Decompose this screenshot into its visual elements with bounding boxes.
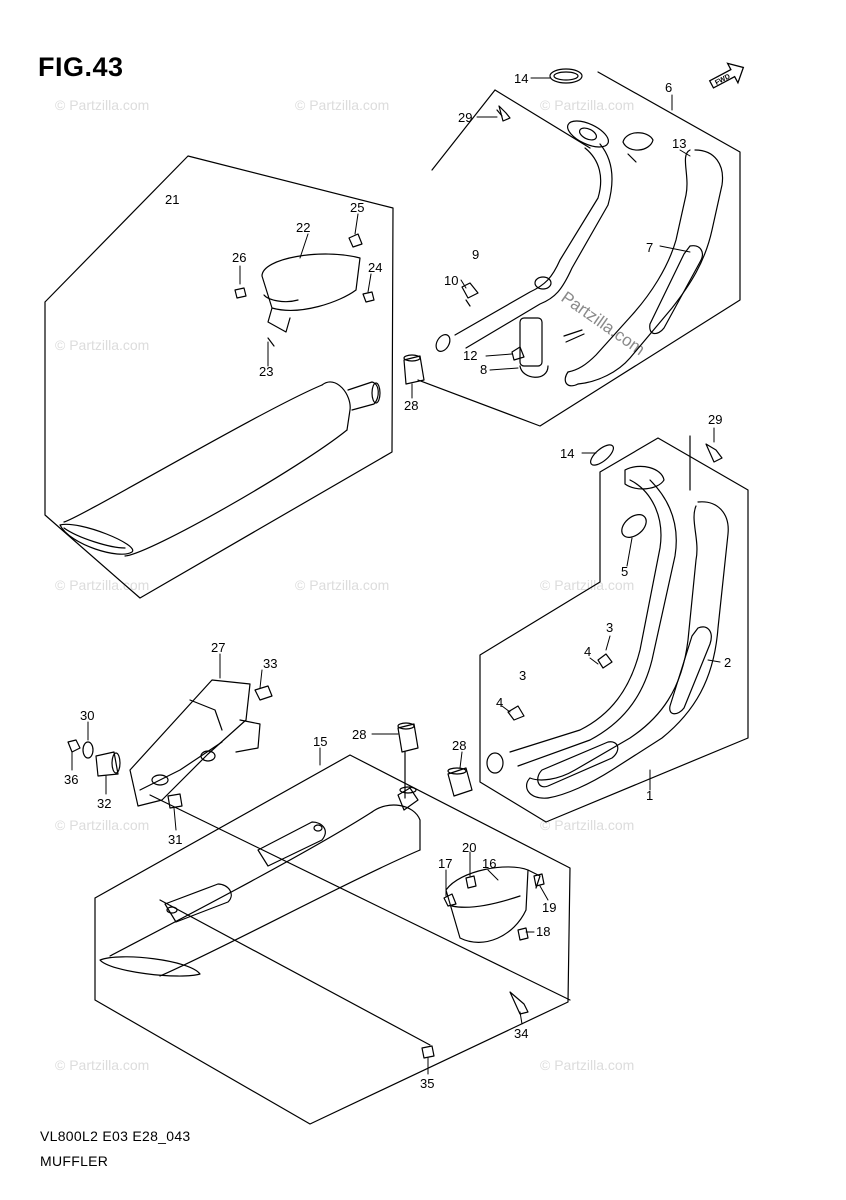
- callout-28: 28: [404, 398, 418, 413]
- callout-28: 28: [352, 727, 366, 742]
- brand-watermark: Partzilla.com: [558, 288, 649, 359]
- callout-16: 16: [482, 856, 496, 871]
- callout-36: 36: [64, 772, 78, 787]
- callout-1: 1: [646, 788, 653, 803]
- callout-10: 10: [444, 273, 458, 288]
- figure-name: MUFFLER: [40, 1153, 109, 1169]
- clamp-3-lower: [507, 705, 525, 721]
- callout-33: 33: [263, 656, 277, 671]
- bolt-34: [509, 991, 529, 1015]
- watermark-layer: © Partzilla.com © Partzilla.com © Partzi…: [55, 97, 634, 1073]
- bolt-29-top: [496, 105, 511, 122]
- fwd-arrow-icon: FWD: [708, 62, 745, 89]
- callout-29: 29: [708, 412, 722, 427]
- exhaust-pipe-assy-6: [417, 71, 741, 427]
- callout-25: 25: [350, 200, 364, 215]
- callout-24: 24: [368, 260, 382, 275]
- callout-3: 3: [606, 620, 613, 635]
- watermark: © Partzilla.com: [540, 577, 634, 593]
- bolt-17: [443, 893, 457, 907]
- callout-20: 20: [462, 840, 476, 855]
- collar-31: [167, 793, 183, 809]
- bolt-29-mid: [705, 443, 723, 463]
- leader-lines: [71, 77, 721, 1075]
- drawing-code: VL800L2 E03 E28_043: [40, 1128, 191, 1144]
- watermark: © Partzilla.com: [55, 1057, 149, 1073]
- callout-2: 2: [724, 655, 731, 670]
- figure-title: FIG.43: [38, 52, 124, 82]
- muffler-assy-15: [94, 751, 571, 1125]
- callout-35: 35: [420, 1076, 434, 1091]
- bolt-20: [465, 875, 477, 889]
- bolt-19: [533, 873, 545, 887]
- clamp-3-upper: [597, 653, 613, 669]
- callout-28: 28: [452, 738, 466, 753]
- callout-4: 4: [496, 695, 503, 710]
- bolt-35: [421, 1045, 435, 1059]
- callout-17: 17: [438, 856, 452, 871]
- callout-8: 8: [480, 362, 487, 377]
- gasket-14-top: [549, 68, 583, 84]
- bolt-near-8: [563, 329, 585, 343]
- callout-labels: 14 29 6 13 7 9 10 12 8 21 22 25 26 24 23…: [64, 71, 731, 1091]
- svg-text:FWD: FWD: [714, 73, 731, 87]
- bolt-18: [517, 927, 529, 941]
- callout-18: 18: [536, 924, 550, 939]
- damper-32: [82, 741, 121, 777]
- nut-36: [67, 739, 81, 753]
- callout-23: 23: [259, 364, 273, 379]
- watermark: © Partzilla.com: [540, 817, 634, 833]
- watermark: © Partzilla.com: [55, 97, 149, 113]
- muffler-assy-21: [44, 155, 394, 599]
- watermark: © Partzilla.com: [540, 1057, 634, 1073]
- callout-12: 12: [463, 348, 477, 363]
- watermark: © Partzilla.com: [540, 97, 634, 113]
- muffler-bracket-27: [129, 679, 273, 807]
- callout-31: 31: [168, 832, 182, 847]
- callout-32: 32: [97, 796, 111, 811]
- callout-19: 19: [542, 900, 556, 915]
- watermark: © Partzilla.com: [55, 577, 149, 593]
- exhaust-pipe-assy-1: [479, 435, 749, 823]
- callout-7: 7: [646, 240, 653, 255]
- callout-3: 3: [519, 668, 526, 683]
- callout-6: 6: [665, 80, 672, 95]
- callout-14: 14: [514, 71, 528, 86]
- callout-34: 34: [514, 1026, 528, 1041]
- callout-5: 5: [621, 564, 628, 579]
- watermark: © Partzilla.com: [295, 97, 389, 113]
- clip-12: [511, 346, 525, 361]
- callout-30: 30: [80, 708, 94, 723]
- joint-28-lower: [397, 722, 419, 753]
- callout-14: 14: [560, 446, 574, 461]
- callout-4: 4: [584, 644, 591, 659]
- callout-21: 21: [165, 192, 179, 207]
- watermark: © Partzilla.com: [55, 817, 149, 833]
- watermark: © Partzilla.com: [55, 337, 149, 353]
- callout-29: 29: [458, 110, 472, 125]
- callout-22: 22: [296, 220, 310, 235]
- callout-27: 27: [211, 640, 225, 655]
- watermark: © Partzilla.com: [295, 577, 389, 593]
- clamp-10: [461, 282, 479, 307]
- callout-26: 26: [232, 250, 246, 265]
- gasket-14-mid: [590, 444, 614, 466]
- joint-28-top: [403, 354, 425, 385]
- callout-13: 13: [672, 136, 686, 151]
- callout-9: 9: [472, 247, 479, 262]
- joint-28-mid: [447, 767, 473, 797]
- callout-15: 15: [313, 734, 327, 749]
